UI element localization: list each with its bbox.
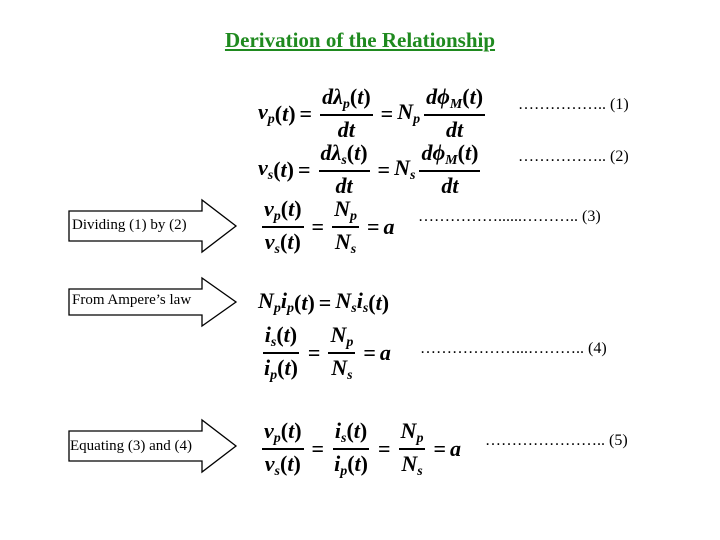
arrow-dividing-label: Dividing (1) by (2) xyxy=(72,217,187,233)
equation-ref-3: ……………......……….. (3) xyxy=(418,208,601,225)
equation-ref-1: …………….. (1) xyxy=(518,96,629,113)
arrow-equating xyxy=(68,418,238,474)
equation-ref-5: ………………….. (5) xyxy=(485,432,628,449)
equation-ref-2: …………….. (2) xyxy=(518,148,629,165)
arrow-dividing xyxy=(68,198,238,254)
equation-2: vs(t) = dλs(t)dt = Ns dϕM(t)dt xyxy=(258,140,481,198)
arrow-ampere xyxy=(68,276,238,328)
arrow-equating-label: Equating (3) and (4) xyxy=(70,438,193,454)
page-title: Derivation of the Relationship xyxy=(224,28,496,52)
equation-1: vp(t) = dλp(t)dt = Np dϕM(t)dt xyxy=(258,84,486,142)
equation-ref-4: ………………...……….. (4) xyxy=(420,340,607,357)
arrow-ampere-label: From Ampere’s law xyxy=(72,292,192,308)
